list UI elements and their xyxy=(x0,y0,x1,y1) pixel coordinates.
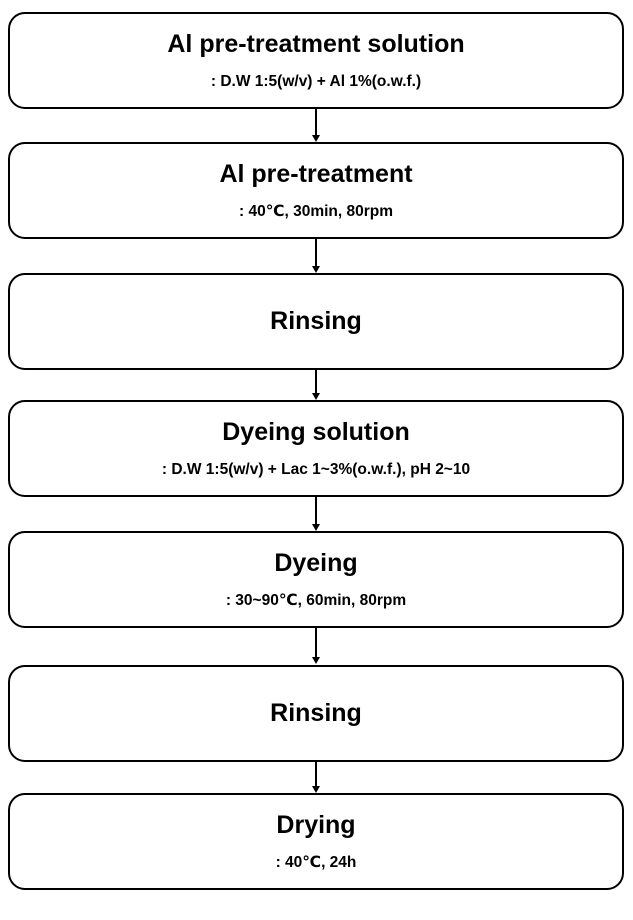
step-title: Dyeing solution xyxy=(222,418,410,446)
step-title: Rinsing xyxy=(270,306,362,335)
step-title: Al pre-treatment xyxy=(219,160,413,188)
step-dyeing-solution: Dyeing solution : D.W 1:5(w/v) + Lac 1~3… xyxy=(8,400,624,497)
step-detail: : 30~90℃, 60min, 80rpm xyxy=(225,592,407,609)
step-dyeing: Dyeing : 30~90℃, 60min, 80rpm xyxy=(8,531,624,628)
step-al-pretreatment-solution: Al pre-treatment solution : D.W 1:5(w/v)… xyxy=(8,12,624,109)
step-detail: : D.W 1:5(w/v) + Lac 1~3%(o.w.f.), pH 2~… xyxy=(161,461,471,478)
step-title: Dyeing xyxy=(274,549,358,577)
step-detail: : D.W 1:5(w/v) + Al 1%(o.w.f.) xyxy=(210,73,422,90)
step-title: Al pre-treatment solution xyxy=(167,30,465,58)
step-al-pretreatment: Al pre-treatment : 40℃, 30min, 80rpm xyxy=(8,142,624,239)
step-title: Rinsing xyxy=(270,698,362,727)
step-detail: : 40℃, 30min, 80rpm xyxy=(238,203,394,220)
step-detail: : 40℃, 24h xyxy=(275,854,357,871)
step-rinsing-2: Rinsing xyxy=(8,665,624,762)
step-drying: Drying : 40℃, 24h xyxy=(8,793,624,890)
step-rinsing-1: Rinsing xyxy=(8,273,624,370)
step-title: Drying xyxy=(276,811,356,839)
